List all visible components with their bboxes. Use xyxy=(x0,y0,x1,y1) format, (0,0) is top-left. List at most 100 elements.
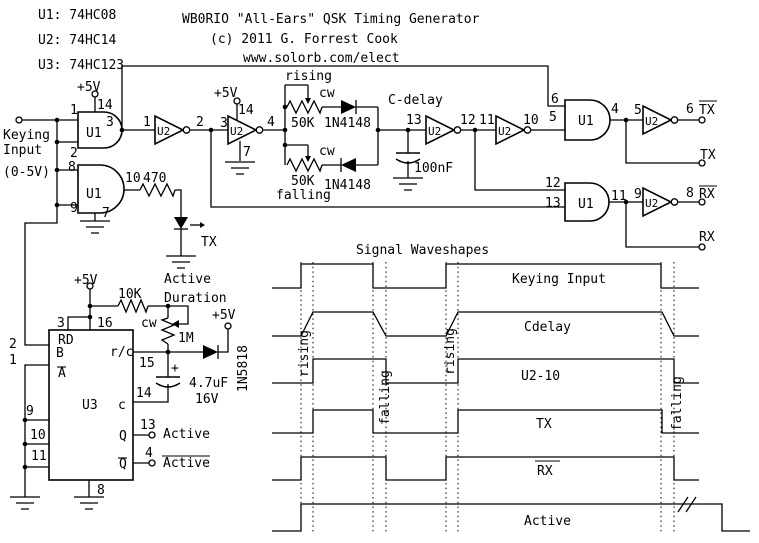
cw-label: cw xyxy=(319,144,335,159)
pin-number: 13 xyxy=(140,418,156,433)
parts-list-line: U3: 74HC123 xyxy=(38,58,124,73)
polarity-plus: + xyxy=(171,361,179,376)
inverter-u2c xyxy=(425,114,456,146)
waveform-break-mark xyxy=(685,496,697,513)
vcc-terminal xyxy=(86,282,94,290)
waveform-label-cdelay: Cdelay xyxy=(524,320,571,335)
component-value: 100nF xyxy=(414,161,453,176)
overline-bars xyxy=(57,100,717,459)
pin-number: 2 xyxy=(70,146,78,161)
waveform-trace-keying-input xyxy=(272,263,699,289)
pin-number: 3 xyxy=(57,316,65,331)
pin-number: 9 xyxy=(26,404,34,419)
falling-pot-label: falling xyxy=(276,188,331,203)
diodes xyxy=(172,98,357,359)
waveform-title: Signal Waveshapes xyxy=(356,243,489,258)
terminals xyxy=(15,90,706,467)
waveform-label-tx: TX xyxy=(536,417,552,432)
waveform-label-active: Active xyxy=(524,514,571,529)
component-value: 1M xyxy=(178,331,194,346)
header: U1: 74HC08 U2: 74HC14 U3: 74HC123 WB0RIO… xyxy=(38,8,480,73)
pot-wiper-arrow-rising xyxy=(305,98,311,104)
pin-number: 14 xyxy=(238,103,254,118)
pin-number: 5 xyxy=(634,103,642,118)
ic-u3-74hc123 xyxy=(48,329,134,481)
rx-bar-terminal xyxy=(698,198,706,206)
ic-ref: U2 xyxy=(230,125,243,138)
tx-bar-terminal xyxy=(698,116,706,124)
edge-annotation-rising: rising xyxy=(297,330,312,377)
copyright-line: (c) 2011 G. Forrest Cook xyxy=(210,32,398,47)
signal-waveshapes-chart: Keying InputCdelayU2-10TXRXActiverisingf… xyxy=(272,262,750,532)
capacitors xyxy=(155,152,421,388)
keying-input-label: Input xyxy=(3,143,42,158)
pin-number: 8 xyxy=(97,483,105,498)
u3-pin-name: B xyxy=(56,346,64,361)
keying-input-terminal xyxy=(15,116,23,124)
pin-number: 1 xyxy=(9,353,17,368)
tx-bar-label: TX xyxy=(699,103,715,118)
ic-ref: U2 xyxy=(498,125,511,138)
u3-pin-name: Q xyxy=(119,457,127,472)
ground-symbols xyxy=(10,161,423,510)
edge-annotation-rising: rising xyxy=(443,328,458,375)
pin-number: 12 xyxy=(545,176,561,191)
active-terminal xyxy=(148,431,156,439)
pin-number: 3 xyxy=(220,116,228,131)
component-value: 50K xyxy=(291,116,315,131)
pin-number: 11 xyxy=(611,189,627,204)
rx-terminal xyxy=(698,243,706,251)
logic-gates xyxy=(48,99,679,481)
pin-number: 1 xyxy=(70,103,78,118)
pin-number: 7 xyxy=(243,145,251,160)
and-gate-u1d xyxy=(564,182,610,222)
pin-number: 13 xyxy=(406,113,422,128)
component-value: 4.7uF xyxy=(189,376,228,391)
component-value: 470 xyxy=(143,171,166,186)
waveform-trace-rx xyxy=(272,456,699,481)
resistor-50k-falling xyxy=(286,157,323,173)
u3-pin-name: RD xyxy=(58,333,74,348)
keying-input-label: (0-5V) xyxy=(3,165,50,180)
inverter-u2d xyxy=(495,114,526,146)
waveform-trace-u2-10 xyxy=(272,358,699,384)
pin-number: 11 xyxy=(479,113,495,128)
waveform-label-u2-10: U2-10 xyxy=(521,369,560,384)
resistors xyxy=(117,99,323,345)
pin-number: 10 xyxy=(30,428,46,443)
resistor-1m xyxy=(160,317,176,345)
inverter-u2f xyxy=(642,186,673,218)
tx-led xyxy=(174,217,188,229)
and-gate-u1c xyxy=(564,99,611,141)
waveform-trace-cdelay xyxy=(272,311,699,337)
pin-number: 9 xyxy=(70,201,78,216)
component-value: 1N4148 xyxy=(324,116,371,131)
active-duration-label: Duration xyxy=(164,291,227,306)
edge-annotation-falling: falling xyxy=(670,376,685,431)
pin-number: 15 xyxy=(139,356,155,371)
keying-input-label: Keying xyxy=(3,128,50,143)
resistor-470 xyxy=(139,182,176,198)
inverter-u2a xyxy=(154,114,185,146)
pin-number: 2 xyxy=(9,337,17,352)
waveform-label-keying-input: Keying Input xyxy=(512,272,606,287)
ic-ref: U2 xyxy=(645,197,658,210)
pin-number: 4 xyxy=(267,115,275,130)
tx-label: TX xyxy=(700,148,716,163)
vcc-label: +5V xyxy=(77,80,101,95)
pin-number: 8 xyxy=(686,186,694,201)
schematic-title: WB0RIO "All-Ears" QSK Timing Generator xyxy=(182,12,480,27)
resistor-10k xyxy=(117,298,149,314)
diode-1n5818 xyxy=(203,345,218,359)
ic-ref: U1 xyxy=(86,187,102,202)
vcc-terminal xyxy=(233,97,241,105)
pin-number: 14 xyxy=(97,98,113,113)
u3-pin-name: c xyxy=(118,398,126,413)
pin-number: 12 xyxy=(460,113,476,128)
vcc-terminal xyxy=(91,90,99,98)
pin-number: 11 xyxy=(31,449,47,464)
pin-number: 9 xyxy=(634,187,642,202)
c-delay-net-label: C-delay xyxy=(388,93,443,108)
vcc-terminal xyxy=(224,322,232,330)
